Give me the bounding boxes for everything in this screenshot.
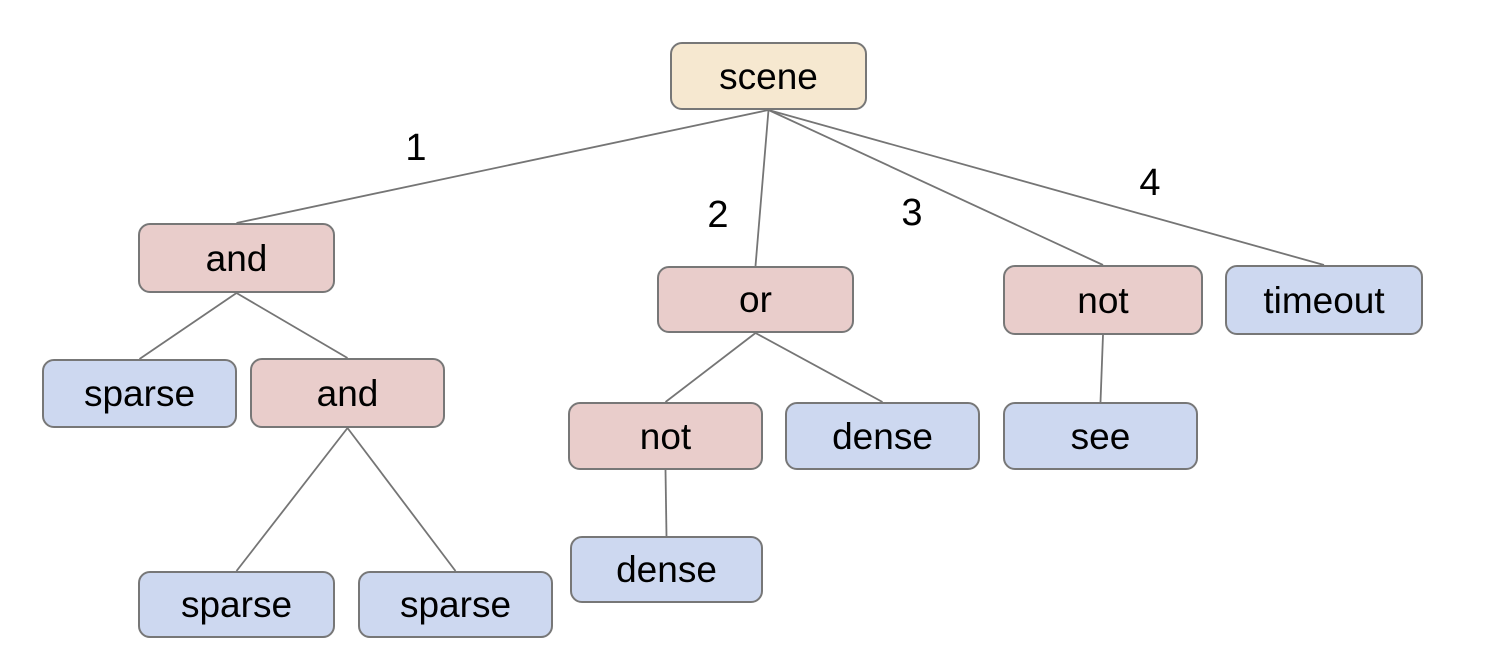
- node-see-1: see: [1003, 402, 1198, 470]
- node-dense-1: dense: [785, 402, 980, 470]
- edge-and-2-to-sparse-3: [346, 427, 457, 572]
- edge-or-1-to-dense-1: [755, 332, 883, 403]
- edge-label-4: 4: [1139, 162, 1161, 204]
- node-and-1: and: [138, 223, 335, 293]
- node-and-2: and: [250, 358, 445, 428]
- edge-label-2: 2: [707, 194, 729, 236]
- edge-not-2-to-dense-2: [664, 469, 668, 537]
- node-dense-2: dense: [570, 536, 763, 603]
- node-sparse-3: sparse: [358, 571, 553, 638]
- node-not-1: not: [1003, 265, 1203, 335]
- node-scene: scene: [670, 42, 867, 110]
- edge-label-1: 1: [405, 127, 427, 169]
- node-not-2: not: [568, 402, 763, 470]
- edge-label-3: 3: [901, 192, 923, 234]
- node-sparse-2: sparse: [138, 571, 335, 638]
- edge-scene-to-and-1: [236, 109, 769, 224]
- node-sparse-1: sparse: [42, 359, 237, 428]
- edge-or-1-to-not-2: [664, 332, 757, 403]
- edge-not-1-to-see-1: [1099, 334, 1104, 403]
- edge-scene-to-not-1: [768, 109, 1104, 266]
- edge-and-2-to-sparse-2: [235, 427, 349, 572]
- edge-and-1-to-and-2: [236, 292, 348, 359]
- edge-scene-to-or-1: [754, 109, 770, 267]
- edge-and-1-to-sparse-1: [138, 292, 238, 360]
- node-timeout-1: timeout: [1225, 265, 1423, 335]
- edge-scene-to-timeout-1: [768, 109, 1325, 266]
- node-or-1: or: [657, 266, 854, 333]
